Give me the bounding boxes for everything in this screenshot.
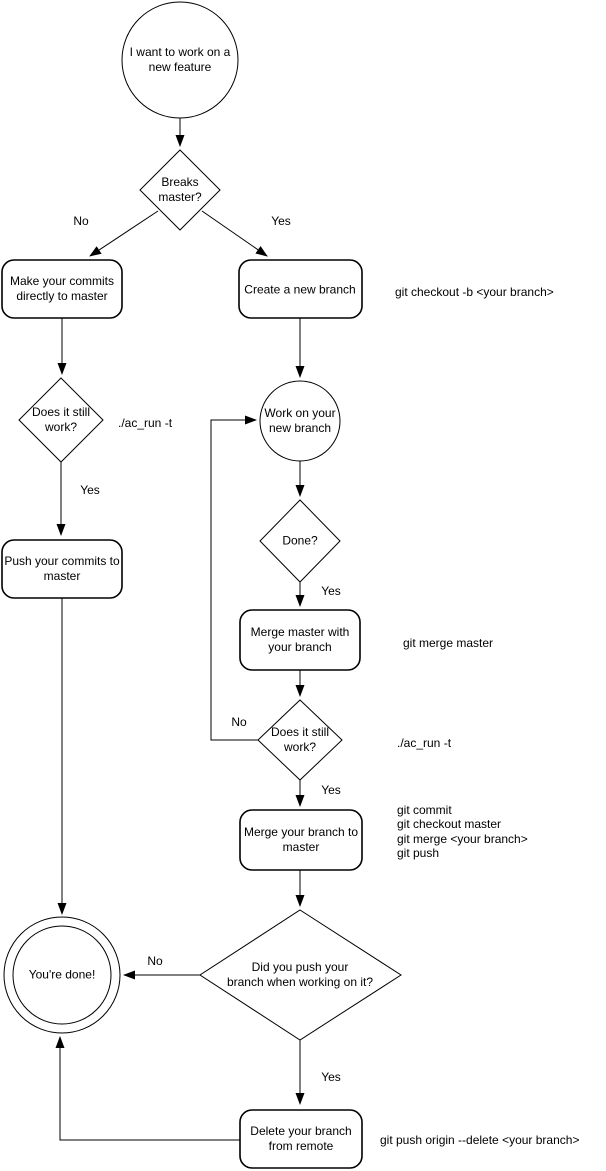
node-work-branch-circle <box>259 380 341 462</box>
edge-label-still-right-yes: Yes <box>321 783 341 797</box>
node-label-create-branch: Create a new branch <box>244 282 356 297</box>
annotation-ac-run-left: ./ac_run -t <box>118 416 173 430</box>
annotation-merge-master: git merge master <box>403 636 494 650</box>
annotation-delete-remote: git push origin --delete <your branch> <box>380 1133 580 1147</box>
annotation-merge-push-commands: git commit git checkout master git merge… <box>397 803 528 860</box>
edge-stillwork2-no-loop <box>210 415 258 741</box>
edge-delete-to-done <box>55 1036 240 1141</box>
node-make-commits-rect <box>1 259 123 319</box>
node-start-circle <box>121 1 239 119</box>
node-still-work-left-diamond <box>18 377 104 463</box>
node-create-branch-rect <box>238 259 363 319</box>
edge-label-breaks-yes: Yes <box>271 214 291 228</box>
node-done-diamond <box>259 499 341 583</box>
node-push-commits-rect <box>1 539 123 599</box>
edge-breaks-yes <box>201 210 268 257</box>
edge-label-did-push-yes: Yes <box>321 1070 341 1084</box>
node-label-done: Done? <box>282 533 318 548</box>
annotation-ac-run-right: ./ac_run -t <box>397 736 452 750</box>
edge-label-done-yes: Yes <box>321 584 341 598</box>
edge-breaks-no <box>89 210 159 257</box>
edge-label-still-left-yes: Yes <box>80 483 100 497</box>
node-still-work-right-diamond <box>257 699 343 781</box>
edge-label-breaks-no: No <box>73 214 89 228</box>
annotation-checkout-branch: git checkout -b <your branch> <box>395 285 554 299</box>
edge-label-still-right-no: No <box>231 715 247 729</box>
node-youre-done-inner-circle <box>12 925 112 1025</box>
node-merge-master-rect <box>239 609 361 671</box>
node-delete-branch-rect <box>239 1109 363 1169</box>
edge-label-did-push-no: No <box>147 954 163 968</box>
node-breaks-master-diamond <box>139 149 221 231</box>
node-label-youre-done: You're done! <box>28 967 96 982</box>
node-did-push-diamond <box>199 909 402 1041</box>
node-merge-branch-rect <box>239 809 363 871</box>
